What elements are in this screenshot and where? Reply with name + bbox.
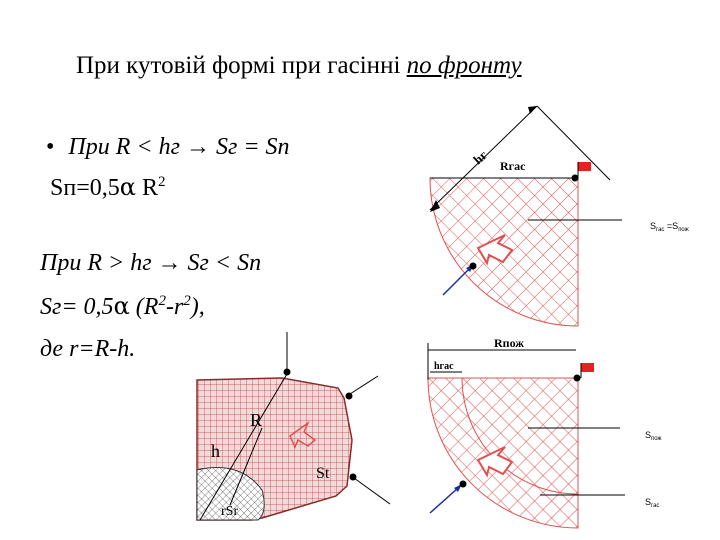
label-s-1: S — [650, 221, 656, 231]
fire-point-1 — [571, 174, 579, 182]
extinguished-area-corner — [196, 467, 265, 521]
label-St: St — [316, 465, 330, 482]
label-s-gas: S — [645, 497, 651, 507]
diagonal-line-1 — [429, 105, 538, 211]
nozzle-point-1 — [469, 262, 477, 270]
label-rpozh-2: Rпож — [494, 336, 524, 350]
sg-open: (R — [129, 294, 159, 320]
hollow-arrow-icon-1 — [476, 234, 514, 266]
bullet-text: При R < hг → Sг = Sп — [68, 134, 290, 160]
label-hg-1: hг — [470, 147, 490, 167]
diagram-3: Rпож hгас Sпож Sгас — [427, 336, 662, 529]
fire-point-2 — [573, 374, 581, 382]
radius-line-h — [229, 427, 263, 506]
label-s-pozh-sub: пож — [651, 436, 662, 442]
condition-2: При R > hг → Sг < Sп — [40, 250, 262, 276]
label-hgas-2: hгас — [434, 361, 454, 372]
alpha-symbol-2: α — [113, 292, 130, 320]
label-s-sub-2: пож — [678, 227, 689, 233]
sp-formula: Sп=0,5α R2 — [50, 173, 165, 202]
svg-text:Sпож: Sпож — [645, 430, 662, 442]
sp-formula-r: R — [135, 175, 158, 201]
blue-arrow-2 — [429, 487, 459, 514]
sg-formula: Sг= 0,5α (R2-r2), — [40, 292, 205, 321]
flag-1 — [578, 162, 591, 171]
label-rSr: rSr — [221, 504, 238, 519]
bullet-marker: • — [46, 134, 55, 160]
arrow-head-1 — [430, 200, 440, 212]
svg-text:Sгас: Sгас — [645, 497, 659, 509]
bullet-condition-1: • При R < hг → Sг = Sп — [46, 134, 290, 161]
definition-r: де r=R-h. — [40, 336, 136, 362]
sg-sup2: 2 — [183, 293, 191, 309]
radius-line-R — [199, 373, 288, 521]
nozzle-point-2 — [459, 480, 467, 488]
blue-arrowhead-2 — [454, 484, 462, 492]
label-eq-1: =S — [664, 221, 678, 231]
nozzle-line-bottom — [353, 477, 391, 505]
title-underlined: по фронту — [406, 52, 522, 79]
label-s-pozh: S — [645, 430, 651, 440]
diagram-1: hг Rгас Sгас =Sпож — [429, 105, 689, 327]
blue-arrow-1 — [442, 267, 471, 296]
label-rgas-1: Rгас — [500, 159, 526, 173]
diagonal-line-2 — [536, 105, 611, 181]
arrow-head-2 — [528, 106, 537, 114]
sp-formula-sup: 2 — [157, 174, 166, 190]
svg-text:Sгас =Sпож: Sгас =Sпож — [650, 221, 689, 233]
label-s-sub-1: гас — [656, 227, 664, 233]
label-s-gas-sub: гас — [651, 503, 659, 509]
sp-formula-text: Sп=0,5 — [50, 175, 120, 201]
hollow-arrow-icon-3 — [476, 446, 514, 478]
flag-2 — [581, 363, 594, 372]
quarter-circle-fire-area-2 — [427, 377, 579, 529]
slide-title: При кутовій формі при гасінні по фронту — [76, 52, 522, 80]
diagram-2: R h St rSr — [196, 332, 391, 521]
sg-mid: -r — [165, 294, 184, 320]
nozzle-line-right — [349, 375, 379, 395]
title-plain: При кутовій формі при гасінні — [76, 52, 407, 79]
sg-close: ), — [190, 294, 205, 320]
nozzle-point-bottom — [349, 473, 357, 481]
sg-sup1: 2 — [158, 293, 166, 309]
nozzle-point-right — [345, 392, 353, 400]
sg-prefix: Sг= 0,5 — [40, 294, 114, 320]
nozzle-point-top — [283, 368, 291, 376]
label-R: R — [250, 410, 262, 430]
hollow-arrow-icon-2 — [289, 420, 317, 449]
label-h: h — [211, 441, 220, 461]
alpha-symbol: α — [119, 173, 136, 201]
